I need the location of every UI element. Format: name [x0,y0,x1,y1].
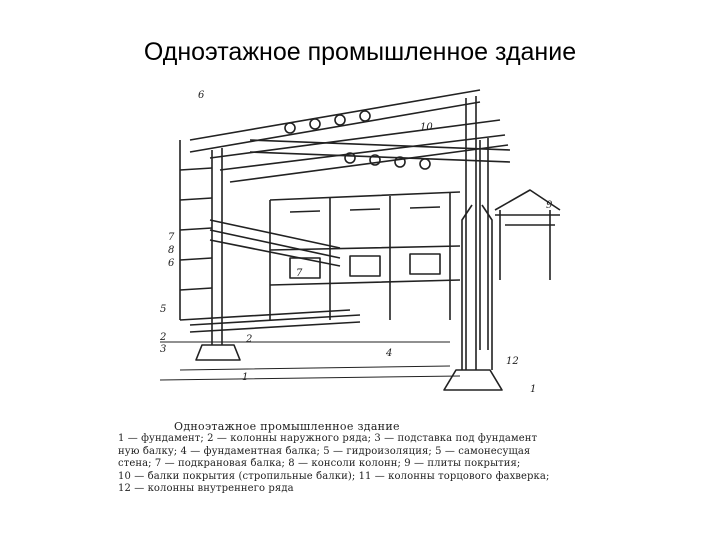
label-7-center: 7 [296,268,303,279]
label-2-right: 2 [245,334,252,345]
label-10: 10 [420,122,433,133]
caption-line: 1 — фундамент; 2 — колонны наружного ряд… [118,433,538,444]
building-frame-illustration: 6 10 9 7 8 6 7 5 2 3 2 4 12 1 1 [159,89,561,395]
label-2-left: 2 [159,332,166,343]
label-7-left: 7 [168,232,175,243]
label-6-left: 6 [168,258,175,269]
caption-line: ную балку; 4 — фундаментная балка; 5 — г… [118,445,531,457]
building-drawing: 6 10 9 7 8 6 7 5 2 3 2 4 12 1 1 [150,80,590,410]
label-1-right: 1 [530,384,536,395]
slide-title: Одноэтажное промышленное здание [143,38,577,66]
label-6-roof: 6 [198,90,205,101]
label-12: 12 [506,356,519,367]
caption-line: стена; 7 — подкрановая балка; 8 — консол… [118,458,521,470]
label-5: 5 [160,304,166,315]
label-4: 4 [385,348,392,359]
caption-line: 12 — колонны внутреннего ряда [118,483,294,495]
caption-line: 10 — балки покрытия (стропильные балки);… [118,470,550,482]
caption-title: Одноэтажное промышленное здание [174,420,400,433]
label-1-left: 1 [242,372,248,383]
label-3: 3 [160,344,166,355]
figure-caption: Одноэтажное промышленное здание 1 — фунд… [118,420,598,496]
label-9: 9 [546,200,553,211]
label-8: 8 [168,245,174,256]
